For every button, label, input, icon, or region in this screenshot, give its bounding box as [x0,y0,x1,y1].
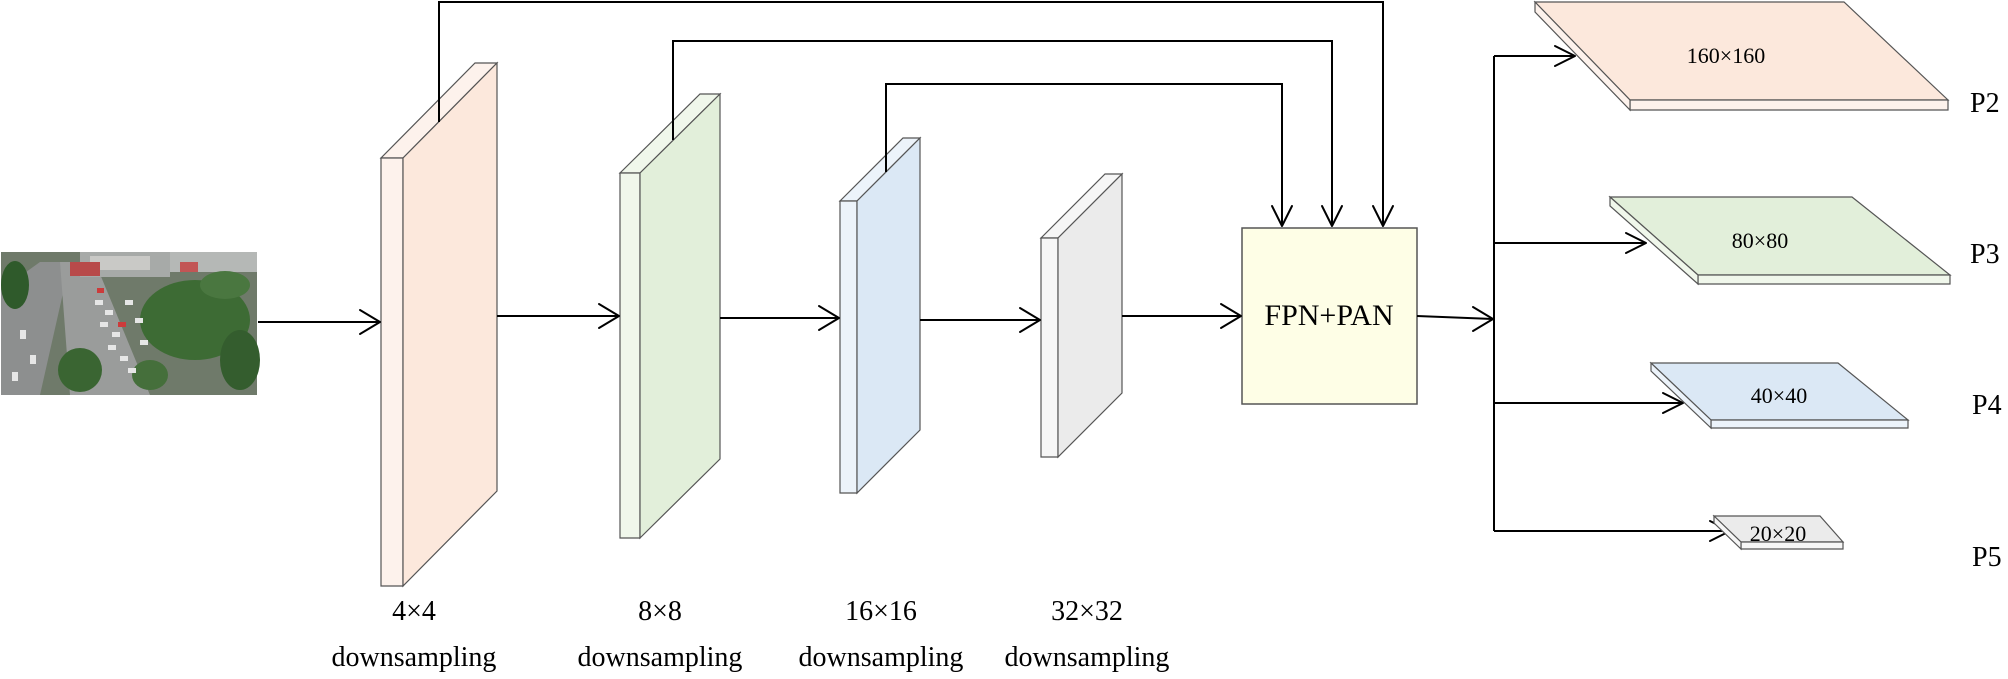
output-p2: 160×160 P2 [1533,0,2000,119]
fpn-pan-label: FPN+PAN [1264,299,1393,332]
arrow-head-icon [1625,232,1647,254]
forward-arrows [258,303,1494,335]
arrow-head-icon [1321,205,1343,227]
stage4-size-label: 32×32 [1051,596,1123,627]
p2-slab-front [1629,99,1949,111]
output-branches [1493,45,1731,542]
p4-slab-side [1650,361,1712,430]
stage-32x32-front-face [1040,237,1059,458]
stage-8x8-front-face [619,172,641,539]
p2-size-label: 160×160 [1687,43,1765,68]
p3-slab-front [1697,274,1951,285]
stage2-size-label: 8×8 [638,596,682,627]
arrow-head-icon [359,309,381,335]
stage-16x16-front-face [839,200,858,494]
fpn-pan-block: FPN+PAN [1241,227,1418,405]
output-p5: 20×20 P5 [1712,514,2002,573]
stage-32x32-block [1039,172,1124,459]
p4-label: P4 [1972,390,2002,421]
arrow-head-icon [1372,205,1394,227]
stage-16x16-side-face [856,136,921,495]
p2-slab-side [1534,0,1631,112]
stage-4x4-side-face [402,61,498,588]
stage-captions: 4×4 downsampling 8×8 downsampling 16×16 … [332,596,1170,673]
arrow-head-icon [1554,45,1576,67]
p3-label: P3 [1970,239,2000,270]
stage-32x32-side-face [1057,172,1123,459]
stage-4x4-front-face [380,157,404,587]
stage-8x8-side-face [639,92,721,540]
arrow-head-icon [1662,392,1684,414]
skip-connections [438,1,1394,227]
skip-from-stage2 [672,40,1333,226]
skip-from-stage3 [885,83,1283,226]
arrow-neck-to-heads [1416,315,1494,320]
skip-from-stage1 [438,1,1384,226]
p2-label: P2 [1970,88,2000,119]
stage1-size-label: 4×4 [392,596,436,627]
arrow-head-icon [1220,303,1242,329]
p4-size-label: 40×40 [1751,383,1807,408]
stage3-caption: downsampling [799,642,964,673]
arrow-head-icon [1271,205,1293,227]
p5-size-label: 20×20 [1750,521,1806,546]
stage3-size-label: 16×16 [845,596,917,627]
p3-slab-side [1609,195,1699,286]
p3-size-label: 80×80 [1732,228,1788,253]
arrow-head-icon [818,305,840,331]
stage2-caption: downsampling [578,642,743,673]
p5-label: P5 [1972,542,2002,573]
output-p3: 80×80 P3 [1608,195,2000,286]
stage4-caption: downsampling [1005,642,1170,673]
arrow-head-icon [598,303,620,329]
arrow-head-icon [1019,307,1041,333]
p4-slab-front [1710,419,1909,429]
stage1-caption: downsampling [332,642,497,673]
stage-8x8-block [618,92,722,540]
stage-16x16-block [838,136,922,495]
input-image [1,252,260,395]
p5-slab-side [1713,514,1742,551]
output-p4: 40×40 P4 [1649,361,2002,430]
stage-4x4-block [379,61,499,588]
